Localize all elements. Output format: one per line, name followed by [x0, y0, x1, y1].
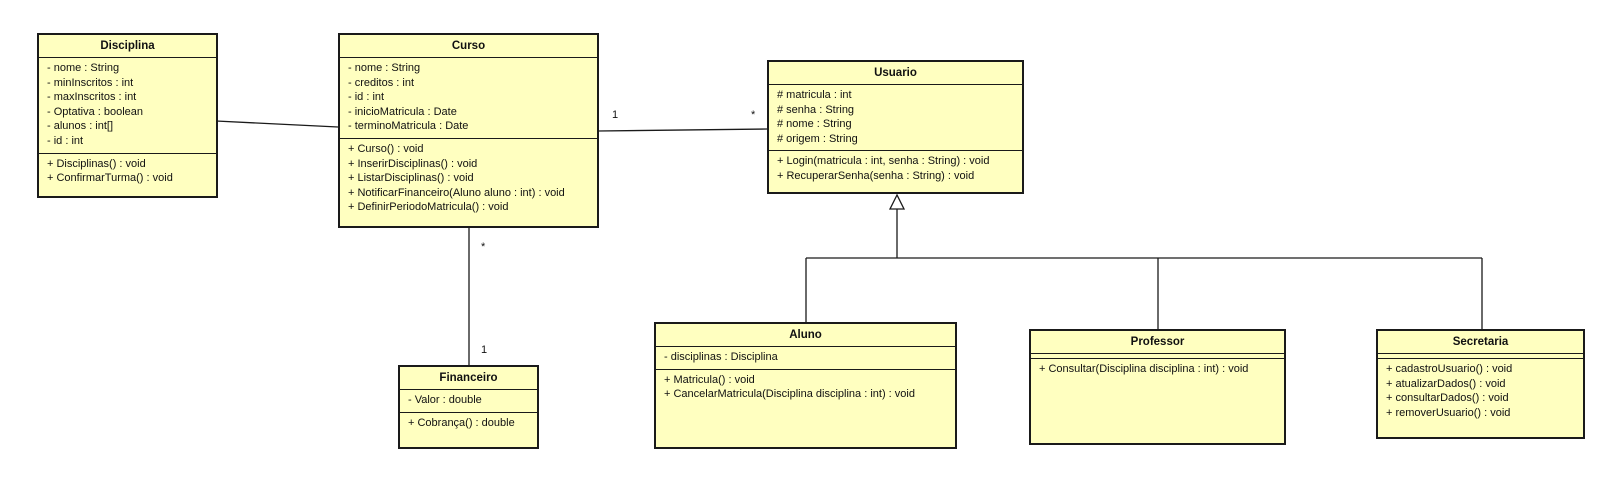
class-name: Disciplina	[39, 35, 216, 58]
class-method: + Cobrança() : double	[408, 416, 515, 429]
class-method: + ConfirmarTurma() : void	[47, 172, 173, 185]
class-attribute: - creditos : int	[348, 76, 415, 89]
methods-section: + Matricula() : void + CancelarMatricula(…	[656, 370, 955, 406]
class-method: + Curso() : void	[348, 142, 424, 155]
class-method: + NotificarFinanceiro(Aluno aluno : int)…	[348, 186, 565, 199]
attributes-section	[1031, 354, 1284, 359]
methods-section: + Curso() : void + InserirDisciplinas() :…	[340, 139, 597, 219]
methods-section: + Cobrança() : double	[400, 413, 537, 435]
multiplicity-curso-financeiro-curso-end: *	[481, 241, 486, 253]
class-method: + removerUsuario() : void	[1386, 406, 1511, 419]
attributes-section	[1378, 354, 1583, 359]
class-attribute: - Valor : double	[408, 394, 482, 406]
attributes-section: - nome : String - creditos : int - id : in…	[340, 58, 597, 139]
class-attribute: - nome : String	[47, 62, 120, 74]
association-disciplina-curso	[215, 120, 339, 128]
class-name: Aluno	[656, 324, 955, 347]
multiplicity-usuario-end: *	[751, 109, 756, 121]
class-secretaria[interactable]: Secretaria + cadastroUsuario() : void + a…	[1376, 329, 1585, 439]
class-attribute: - minInscritos : int	[47, 76, 134, 89]
class-name: Usuario	[769, 62, 1022, 85]
class-method: + CancelarMatricula(Disciplina disciplin…	[664, 388, 915, 401]
class-attribute: - Optativa : boolean	[47, 105, 144, 118]
class-method: + Matricula() : void	[664, 373, 755, 386]
class-method: + consultarDados() : void	[1386, 392, 1509, 405]
class-attribute: - id : int	[348, 91, 385, 104]
class-disciplina[interactable]: Disciplina - nome : String - minInscritos…	[37, 33, 218, 198]
class-method: + ListarDisciplinas() : void	[348, 172, 474, 185]
class-attribute: # matricula : int	[777, 89, 852, 101]
class-attribute: - nome : String	[348, 62, 421, 74]
class-attribute: # nome : String	[777, 118, 852, 131]
class-financeiro[interactable]: Financeiro - Valor : double + Cobrança()…	[398, 365, 539, 449]
class-name: Financeiro	[400, 367, 537, 390]
class-method: + InserirDisciplinas() : void	[348, 157, 478, 170]
class-professor[interactable]: Professor + Consultar(Disciplina discipl…	[1029, 329, 1286, 445]
class-name: Curso	[340, 35, 597, 58]
class-method: + atualizarDados() : void	[1386, 377, 1506, 390]
class-curso[interactable]: Curso - nome : String - creditos : int - i…	[338, 33, 599, 228]
class-method: + Login(matricula : int, senha : String)…	[777, 155, 990, 168]
methods-section: + Consultar(Disciplina disciplina : int)…	[1031, 359, 1284, 381]
attributes-section: - nome : String - minInscritos : int - max…	[39, 58, 216, 154]
attributes-section: # matricula : int # senha : String # nome …	[769, 85, 1022, 152]
class-method: + Disciplinas() : void	[47, 157, 146, 170]
class-name: Professor	[1031, 331, 1284, 354]
methods-section: + Disciplinas() : void + ConfirmarTurma()…	[39, 154, 216, 190]
attributes-section: - disciplinas : Disciplina	[656, 347, 955, 370]
class-method: + cadastroUsuario() : void	[1386, 363, 1513, 375]
generalization-arrowhead	[888, 193, 906, 210]
class-attribute: - inicioMatricula : Date	[348, 105, 457, 118]
class-attribute: - alunos : int[]	[47, 120, 114, 133]
class-attribute: - maxInscritos : int	[47, 91, 137, 104]
association-curso-usuario	[597, 128, 768, 132]
class-usuario[interactable]: Usuario # matricula : int # senha : Strin…	[767, 60, 1024, 194]
class-attribute: - disciplinas : Disciplina	[664, 351, 778, 363]
class-attribute: # origem : String	[777, 132, 858, 145]
class-attribute: - id : int	[47, 134, 84, 147]
generalization-tree	[805, 209, 1483, 329]
methods-section: + cadastroUsuario() : void + atualizarDad…	[1378, 359, 1583, 424]
class-attribute: # senha : String	[777, 103, 855, 116]
class-name: Secretaria	[1378, 331, 1583, 354]
methods-section: + Login(matricula : int, senha : String)…	[769, 151, 1022, 187]
multiplicity-curso-end: 1	[612, 109, 619, 121]
class-attribute: - terminoMatricula : Date	[348, 120, 469, 133]
class-method: + Consultar(Disciplina disciplina : int)…	[1039, 363, 1249, 375]
attributes-section: - Valor : double	[400, 390, 537, 413]
class-aluno[interactable]: Aluno - disciplinas : Disciplina + Matri…	[654, 322, 957, 449]
class-method: + DefinirPeriodoMatricula() : void	[348, 201, 509, 214]
class-method: + RecuperarSenha(senha : String) : void	[777, 169, 975, 182]
multiplicity-financeiro-end: 1	[481, 344, 488, 356]
